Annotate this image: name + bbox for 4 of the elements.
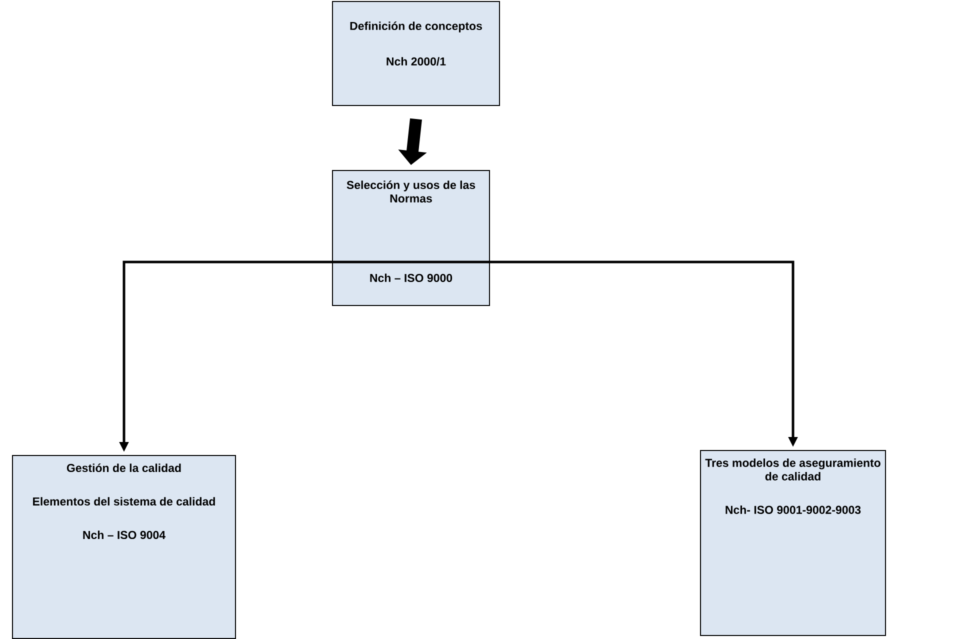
process-box: Gestión de la calidad Elementos del sistema de calidad Nch – ISO 9004 bbox=[12, 455, 236, 639]
process-box: Selección y usos de las Normas Nch – ISO 9000 bbox=[332, 170, 490, 306]
process-box: Tres modelos de aseguramiento de calidad Nch- ISO 9001-9002-9003 bbox=[700, 450, 886, 636]
process-box: Definición de conceptos Nch 2000/1 bbox=[332, 1, 500, 106]
